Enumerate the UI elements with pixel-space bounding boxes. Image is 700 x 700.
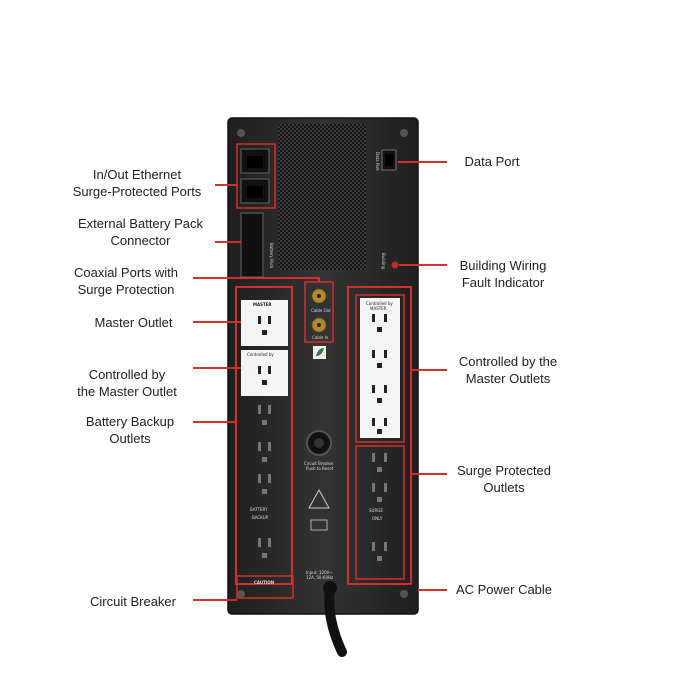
screw-icon bbox=[400, 129, 408, 137]
battery-backup-outlets: BATTERY BACKUP bbox=[250, 405, 271, 558]
cooling-vent bbox=[278, 124, 366, 270]
nom-logo-icon bbox=[310, 519, 328, 531]
caution-text: CAUTION bbox=[254, 580, 274, 585]
callout-line-2: Connector bbox=[110, 233, 171, 248]
outlet bbox=[372, 483, 387, 502]
callout-line-2: the Master Outlet bbox=[77, 384, 177, 399]
callout-line-1: Battery Backup bbox=[85, 414, 175, 429]
ethernet-ports bbox=[236, 143, 276, 209]
callout-wiring-fault: Building Wiring Fault Indicator bbox=[448, 257, 558, 291]
callout-surge-protected: Surge Protected Outlets bbox=[448, 462, 560, 496]
outlet bbox=[372, 542, 387, 561]
outlet bbox=[258, 538, 271, 558]
controlled-outlets-block: Controlled by MASTER bbox=[360, 298, 400, 438]
callout-ac-power: AC Power Cable bbox=[449, 581, 559, 598]
data-port-text: Data Port bbox=[375, 152, 380, 171]
right-outlet-panel: Controlled by MASTER SURGE ONLY bbox=[347, 286, 412, 585]
master-outlet: MASTER bbox=[241, 300, 288, 346]
master-label: MASTER bbox=[253, 302, 272, 307]
input-rating-text-2: 12A, 50-60Hz bbox=[306, 575, 333, 580]
callout-line-2: Master Outlets bbox=[465, 371, 551, 386]
callout-circuit-breaker: Circuit Breaker bbox=[74, 593, 192, 610]
callout-line-2: Fault Indicator bbox=[461, 275, 545, 290]
callout-controlled-masters: Controlled by the Master Outlets bbox=[448, 353, 568, 387]
outlet bbox=[258, 442, 271, 462]
input-rating-text: Input: 120V~ bbox=[306, 570, 333, 575]
outlet bbox=[372, 453, 387, 472]
callout-battery-backup: Battery Backup Outlets bbox=[70, 413, 190, 447]
master-small-label: MASTER bbox=[370, 306, 387, 311]
callout-line-2: Outlets bbox=[483, 480, 525, 495]
coaxial-ports: Cable Out Cable In bbox=[304, 281, 334, 359]
caution-label: CAUTION bbox=[254, 580, 274, 585]
battery-pack-text: Battery Pack bbox=[269, 243, 274, 269]
callout-line-2: Surge-Protected Ports bbox=[72, 184, 202, 199]
callout-line-1: Data Port bbox=[464, 154, 520, 169]
external-battery-connector: Battery Pack bbox=[240, 212, 274, 278]
cable-in-text: Cable In bbox=[312, 335, 329, 340]
ups-rear-panel bbox=[227, 117, 419, 615]
left-outlet-panel: MASTER Controlled by BATTERY BAC bbox=[235, 286, 293, 585]
callout-line-2: Surge Protection bbox=[77, 282, 175, 297]
callout-line-1: Building Wiring bbox=[459, 258, 547, 273]
callout-ethernet: In/Out Ethernet Surge-Protected Ports bbox=[62, 166, 212, 200]
ac-power-cable bbox=[236, 575, 347, 657]
battery-text: BATTERY bbox=[250, 507, 268, 512]
callout-line-1: Controlled by bbox=[88, 367, 166, 382]
callout-line-1: Master Outlet bbox=[94, 315, 173, 330]
breaker-text: Circuit Breaker bbox=[304, 461, 334, 466]
screw-icon bbox=[237, 590, 245, 598]
callout-line-1: In/Out Ethernet bbox=[92, 167, 182, 182]
screw-icon bbox=[237, 129, 245, 137]
controlled-by-label: Controlled by bbox=[247, 352, 274, 357]
screw-icon bbox=[400, 590, 408, 598]
cable-out-text: Cable Out bbox=[311, 308, 331, 313]
callout-master-outlet: Master Outlet bbox=[76, 314, 191, 331]
callout-coax: Coaxial Ports with Surge Protection bbox=[61, 264, 191, 298]
outlet bbox=[258, 474, 271, 494]
callout-line-1: Surge Protected bbox=[457, 463, 551, 478]
callout-line-1: External Battery Pack bbox=[78, 216, 203, 231]
callout-line-1: Controlled by the bbox=[458, 354, 558, 369]
wiring-fault-text: Building bbox=[381, 253, 386, 270]
wiring-fault-indicator: Building bbox=[381, 253, 399, 270]
backup-text: BACKUP bbox=[252, 515, 269, 520]
breaker-reset-text: Push to Reset bbox=[306, 466, 334, 471]
callout-external-battery: External Battery Pack Connector bbox=[68, 215, 213, 249]
callout-line-1: Coaxial Ports with bbox=[73, 265, 179, 280]
callout-line-1: Circuit Breaker bbox=[90, 594, 176, 609]
callout-lines bbox=[193, 161, 447, 601]
callout-line-1: AC Power Cable bbox=[455, 582, 553, 597]
callout-controlled-master: Controlled by the Master Outlet bbox=[62, 366, 192, 400]
controlled-outlet: Controlled by bbox=[241, 350, 288, 396]
data-port: Data Port bbox=[375, 149, 397, 171]
surge-text: SURGE bbox=[369, 508, 383, 513]
controlled-by-label-right: Controlled by bbox=[366, 301, 393, 306]
callout-data-port: Data Port bbox=[452, 153, 532, 170]
certification-icon bbox=[308, 488, 330, 509]
circuit-breaker: Circuit Breaker Push to Reset Input: 120… bbox=[304, 430, 334, 580]
only-text: ONLY bbox=[372, 516, 383, 521]
surge-only-outlets: SURGE ONLY bbox=[369, 453, 387, 561]
outlet bbox=[258, 405, 271, 425]
callout-line-2: Outlets bbox=[109, 431, 151, 446]
